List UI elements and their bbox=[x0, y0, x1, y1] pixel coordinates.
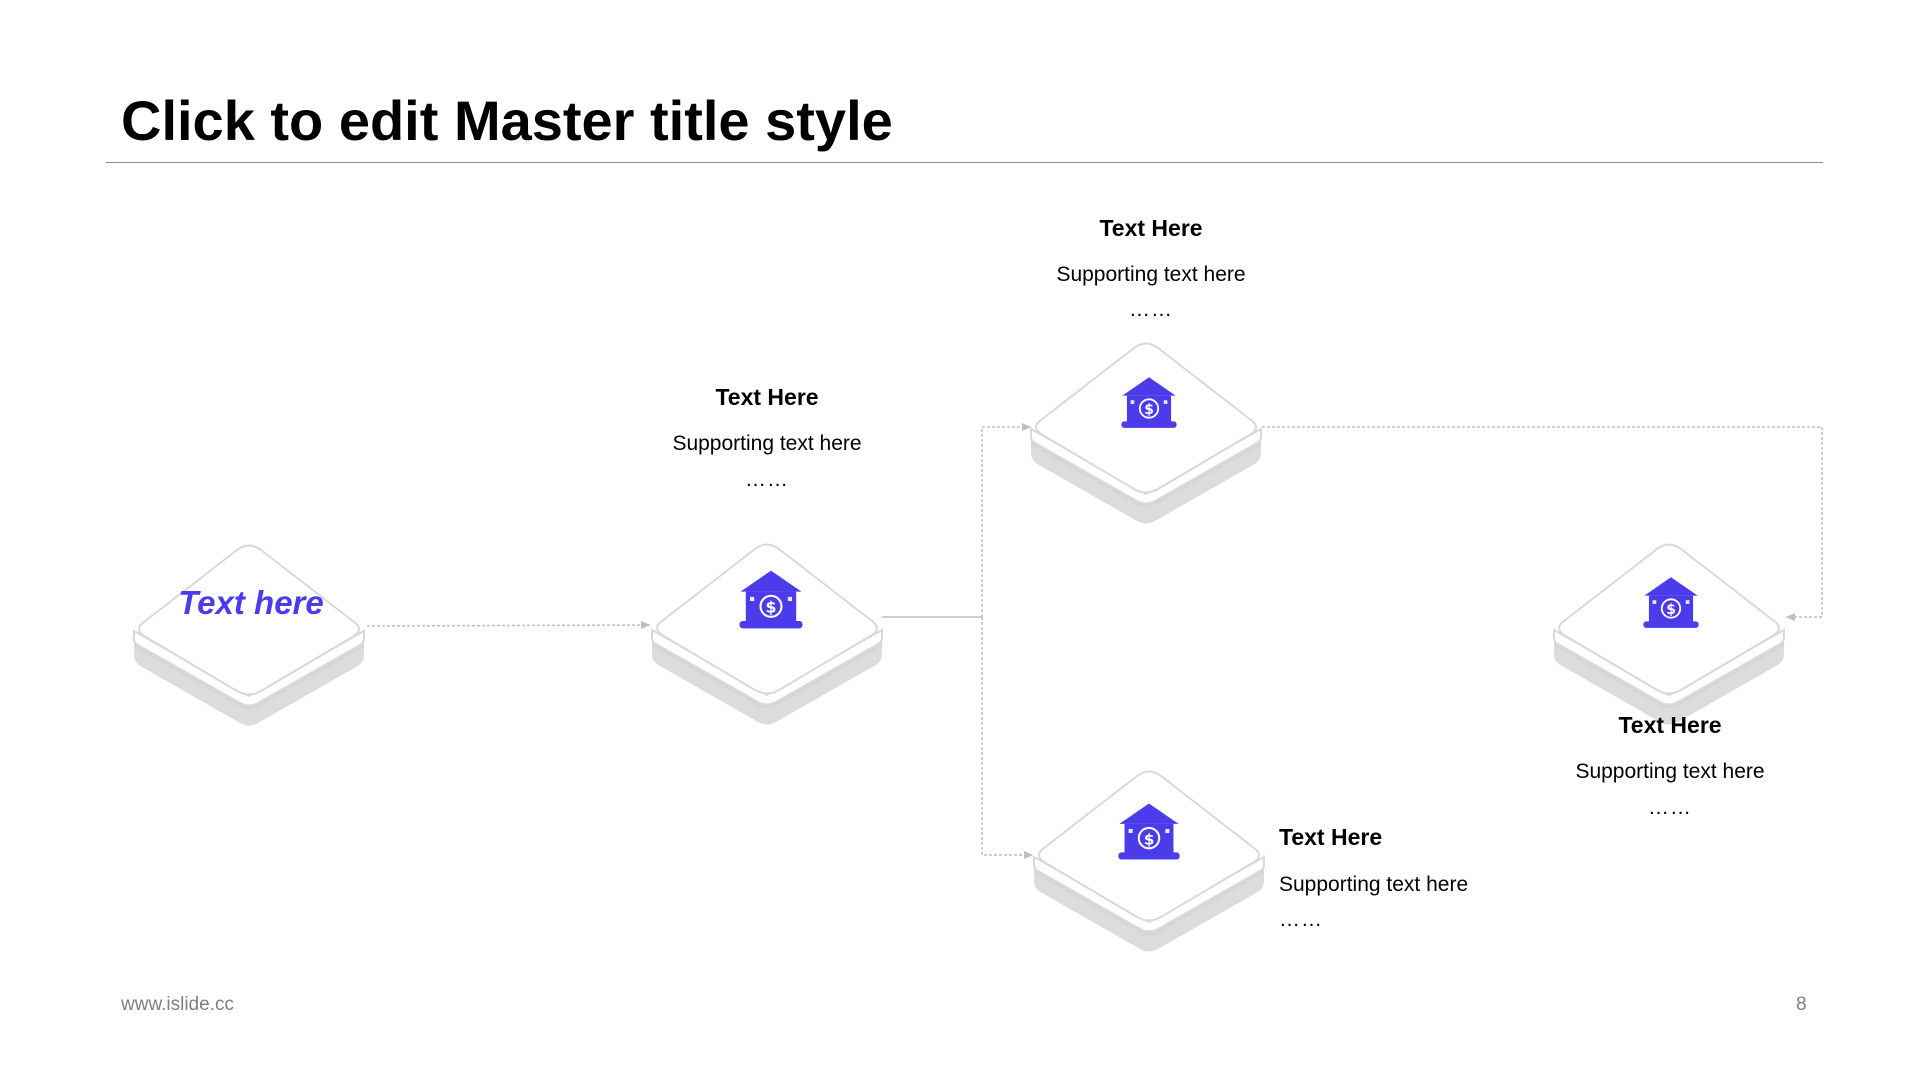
node-1-heading[interactable]: Text Here bbox=[715, 384, 819, 410]
node-3-heading[interactable]: Text Here bbox=[1279, 824, 1383, 850]
title-divider bbox=[106, 162, 1823, 163]
node-3-supporting-text[interactable]: Supporting text here bbox=[1279, 873, 1469, 896]
page-number: 8 bbox=[1796, 994, 1807, 1015]
node-1-tile[interactable] bbox=[651, 543, 883, 726]
node-2-supporting-text[interactable]: Supporting text here bbox=[1056, 263, 1246, 286]
start-node-tile[interactable] bbox=[133, 544, 365, 727]
node-3-ellipsis[interactable]: …… bbox=[1279, 908, 1323, 931]
connector-node2-to-node4 bbox=[1262, 426, 1823, 621]
node-2-ellipsis[interactable]: …… bbox=[1129, 298, 1173, 321]
connector-node1-to-node2 bbox=[981, 423, 1031, 617]
node-4-ellipsis[interactable]: …… bbox=[1648, 796, 1692, 819]
node-4-supporting-text[interactable]: Supporting text here bbox=[1575, 760, 1765, 783]
node-4-tile[interactable] bbox=[1553, 543, 1785, 726]
node-1-ellipsis[interactable]: …… bbox=[745, 468, 789, 491]
connector-start-to-node1 bbox=[366, 621, 651, 630]
node-2-heading[interactable]: Text Here bbox=[1099, 215, 1203, 241]
start-node-label[interactable]: Text here bbox=[178, 584, 324, 621]
node-1-supporting-text[interactable]: Supporting text here bbox=[672, 432, 862, 455]
footer-url: www.islide.cc bbox=[121, 994, 234, 1015]
node-2-tile[interactable] bbox=[1030, 342, 1262, 525]
connector-node1-to-node3 bbox=[981, 617, 1033, 859]
node-3-tile[interactable] bbox=[1033, 770, 1265, 953]
slide-title[interactable]: Click to edit Master title style bbox=[121, 89, 893, 152]
node-4-heading[interactable]: Text Here bbox=[1618, 712, 1722, 738]
